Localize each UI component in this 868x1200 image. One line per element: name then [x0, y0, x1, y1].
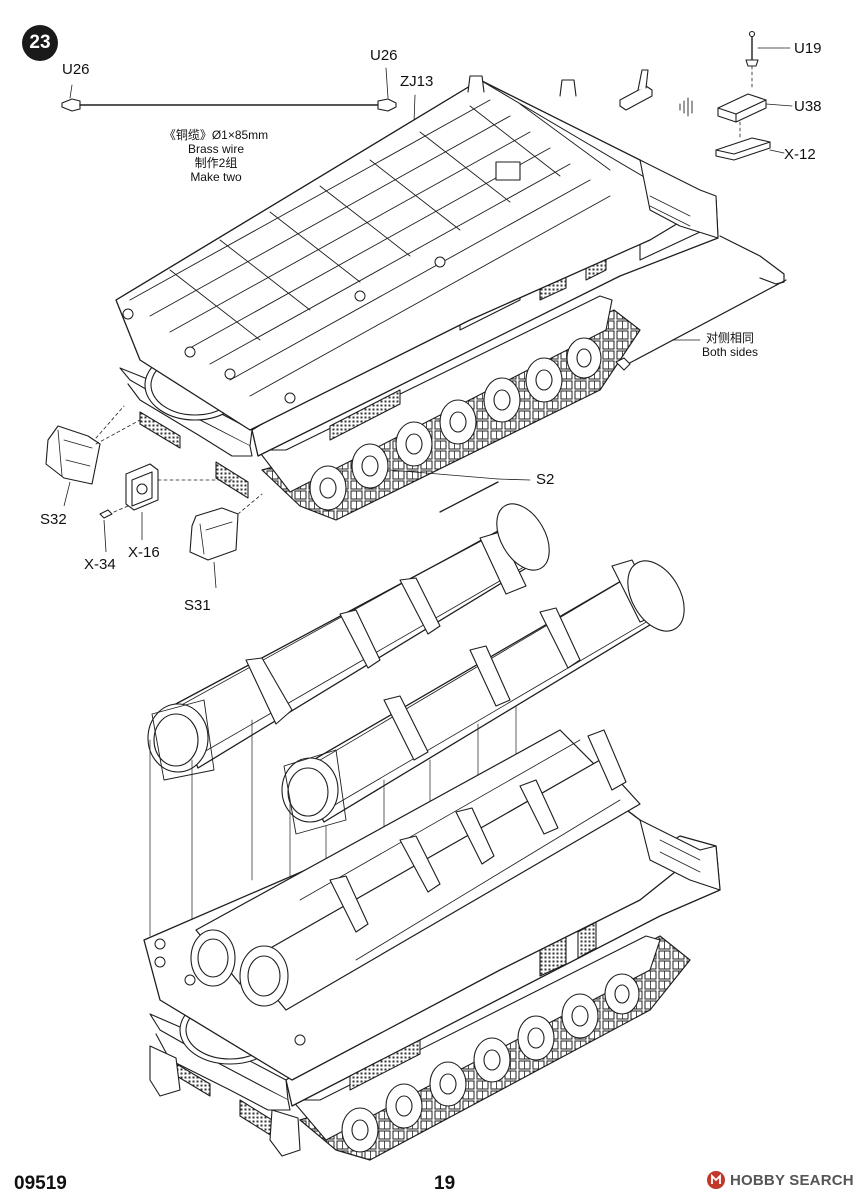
brass-wire-part: [61, 67, 397, 112]
both-sides-note-line-1: 对侧相同: [705, 331, 754, 345]
part-label-x16: X-16: [128, 544, 160, 561]
part-label-x12: X-12: [784, 146, 816, 163]
brass-wire-note-line-2: Brass wire: [187, 142, 244, 156]
part-label-u26-right: U26: [370, 47, 398, 64]
part-label-zj13: ZJ13: [400, 73, 434, 90]
brass-wire-note-line-4: Make two: [190, 170, 242, 184]
part-label-u19: U19: [794, 40, 822, 57]
part-label-x34: X-34: [84, 556, 116, 573]
part-label-u38: U38: [794, 98, 822, 115]
part-label-s31: S31: [184, 597, 211, 614]
antenna-parts: [619, 30, 793, 161]
brass-wire-note-line-1: 《铜缆》Ø1×85mm: [163, 128, 269, 142]
missile-canister-left: [147, 503, 550, 781]
missile-canister-right: [281, 559, 685, 835]
brass-wire-note: 《铜缆》Ø1×85mm Brass wire 制作2组 Make two: [158, 128, 274, 184]
brass-wire-note-line-3: 制作2组: [194, 156, 238, 170]
kit-code: 09519: [14, 1173, 67, 1194]
both-sides-note: 对侧相同 Both sides: [694, 331, 766, 359]
hobbysearch-logo-icon: [707, 1171, 725, 1189]
step-number-badge: 23: [22, 25, 58, 61]
hobbysearch-watermark: HOBBY SEARCH: [706, 1170, 854, 1190]
launcher-vehicle-upper: [45, 75, 787, 561]
both-sides-note-line-2: Both sides: [701, 345, 759, 359]
launcher-vehicle-lower: [143, 729, 721, 1161]
part-label-u26-left: U26: [62, 61, 90, 78]
label-leaders: [63, 481, 217, 589]
watermark-text: HOBBY SEARCH: [730, 1171, 854, 1189]
page-number: 19: [434, 1173, 456, 1194]
part-label-s2: S2: [536, 471, 555, 488]
part-label-s32: S32: [40, 511, 67, 528]
